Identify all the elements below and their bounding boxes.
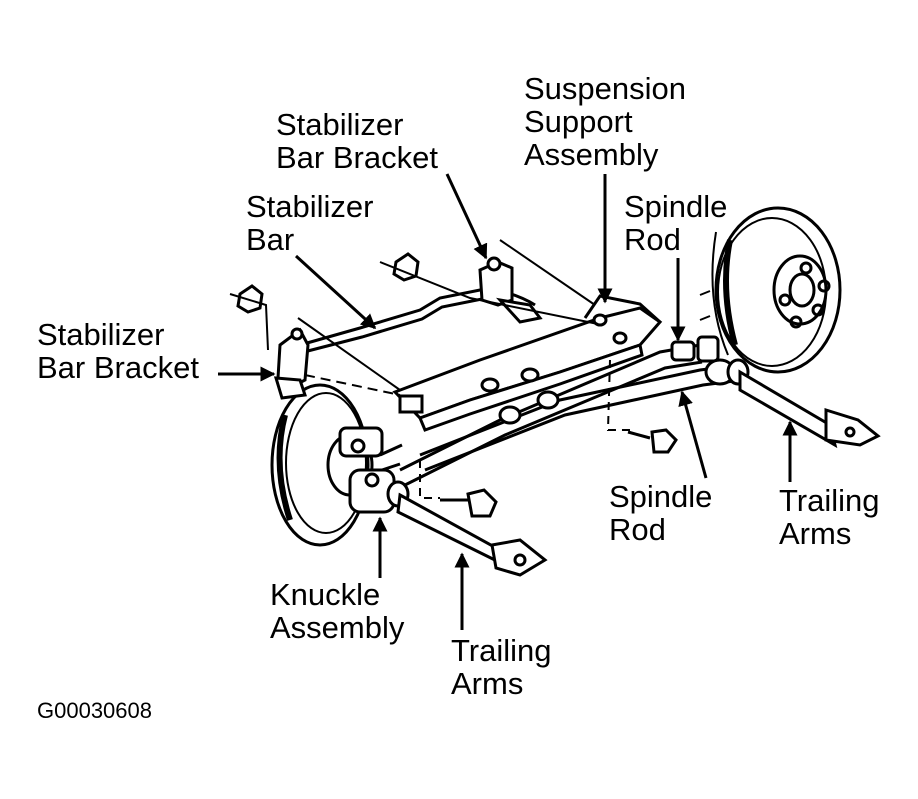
- label-line: Bar Bracket: [276, 140, 438, 175]
- assembly-lines: [229, 239, 630, 499]
- label-suspension-support-assembly: Suspension Support Assembly: [524, 72, 686, 171]
- label-line: Arms: [451, 666, 524, 701]
- label-line: Bar: [246, 222, 295, 257]
- right-brake-rotor: [699, 206, 842, 374]
- label-spindle-rod-bottom: Spindle Rod: [609, 480, 712, 546]
- label-stabilizer-bar-bracket-top: Stabilizer Bar Bracket: [276, 108, 438, 174]
- bolts-and-nuts: [236, 252, 678, 518]
- label-line: Spindle: [624, 189, 728, 224]
- label-line: Stabilizer: [246, 189, 374, 224]
- figure-code: G00030608: [37, 698, 152, 723]
- label-trailing-arms-right: Trailing Arms: [779, 484, 880, 550]
- label-line: Knuckle: [270, 577, 381, 612]
- label-line: Trailing: [779, 483, 880, 518]
- stabilizer-bracket-top: [478, 256, 543, 324]
- suspension-support-beam: [392, 294, 663, 432]
- trailing-arm-right: [738, 369, 881, 449]
- label-knuckle-assembly: Knuckle Assembly: [270, 578, 404, 644]
- label-stabilizer-bar: Stabilizer Bar: [246, 190, 374, 256]
- label-line: Stabilizer: [276, 107, 404, 142]
- label-stabilizer-bar-bracket-left: Stabilizer Bar Bracket: [37, 318, 199, 384]
- left-brake-rotor: [270, 383, 374, 547]
- trailing-arm-bottom: [396, 492, 548, 577]
- label-line: Assembly: [270, 610, 405, 645]
- spindle-rods: [399, 335, 750, 487]
- label-line: Support: [524, 104, 633, 139]
- label-line: Rod: [609, 512, 666, 547]
- label-line: Assembly: [524, 137, 659, 172]
- label-line: Rod: [624, 222, 681, 257]
- knuckle-assembly: [338, 426, 410, 514]
- stabilizer-bracket-left: [273, 327, 310, 400]
- label-line: Bar Bracket: [37, 350, 199, 385]
- label-line: Spindle: [609, 479, 713, 514]
- label-line: Stabilizer: [37, 317, 165, 352]
- label-trailing-arms-bottom: Trailing Arms: [451, 634, 552, 700]
- label-line: Trailing: [451, 633, 552, 668]
- label-spindle-rod-top: Spindle Rod: [624, 190, 727, 256]
- label-line: Suspension: [524, 71, 687, 106]
- label-line: Arms: [779, 516, 852, 551]
- leader-arrows: [218, 173, 798, 630]
